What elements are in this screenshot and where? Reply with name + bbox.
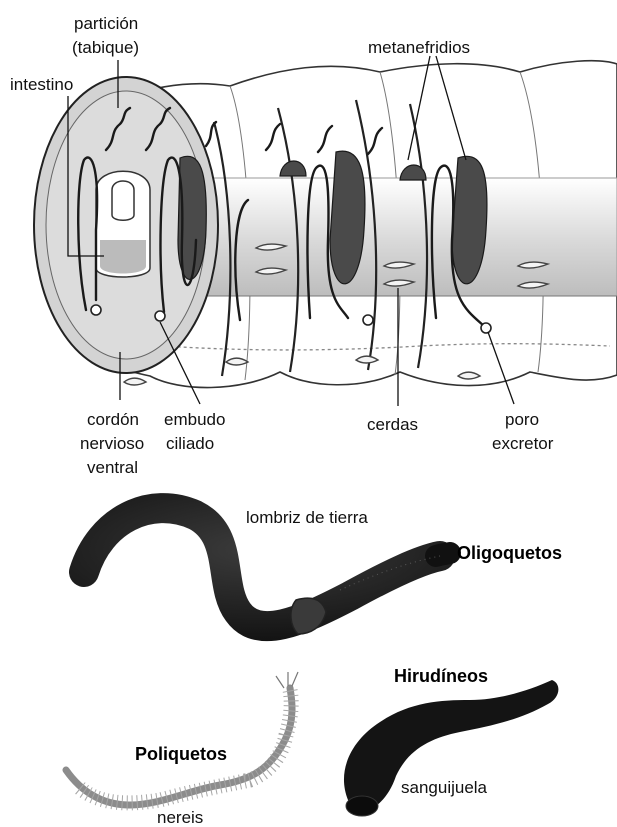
excretory-pore <box>363 315 373 325</box>
label-particion: partición <box>74 14 138 33</box>
label-metanefridios: metanefridios <box>368 38 470 57</box>
label-nervioso: nervioso <box>80 434 144 453</box>
label-lombriz: lombriz de tierra <box>246 508 368 527</box>
label-cerdas: cerdas <box>367 415 418 434</box>
excretory-pore <box>91 305 101 315</box>
annelid-anatomy-diagram: partición (tabique) intestino metanefrid… <box>10 14 617 477</box>
nereis-specimen: Poliquetos nereis <box>66 672 298 827</box>
label-nereis: nereis <box>157 808 203 827</box>
earthworm-clitellum <box>291 598 326 634</box>
ciliated-funnel <box>155 311 165 321</box>
label-excretor: excretor <box>492 434 554 453</box>
earthworm-specimen: lombriz de tierra Oligoquetos <box>84 508 562 634</box>
label-tabique: (tabique) <box>72 38 139 57</box>
label-oligoquetos: Oligoquetos <box>457 543 562 563</box>
leech-sucker <box>346 796 378 816</box>
label-poliquetos: Poliquetos <box>135 744 227 764</box>
label-ciliado: ciliado <box>166 434 214 453</box>
label-cordon: cordón <box>87 410 139 429</box>
label-intestino: intestino <box>10 75 73 94</box>
metanephridium-gland <box>280 161 306 176</box>
label-embudo: embudo <box>164 410 225 429</box>
label-poro: poro <box>505 410 539 429</box>
leech-specimen: Hirudíneos sanguijuela <box>344 666 558 816</box>
excretory-pore <box>481 323 491 333</box>
label-hirudineos: Hirudíneos <box>394 666 488 686</box>
label-sanguijuela: sanguijuela <box>401 778 488 797</box>
label-ventral: ventral <box>87 458 138 477</box>
